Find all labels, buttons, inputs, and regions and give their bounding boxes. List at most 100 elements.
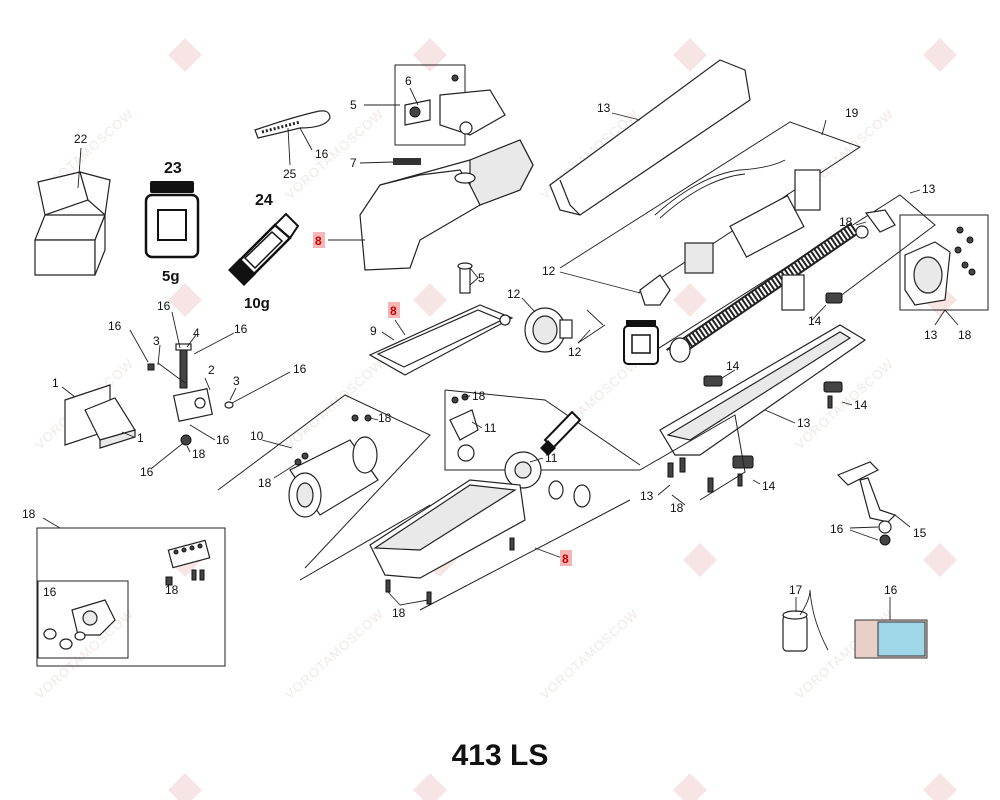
callout-12c: 12 — [542, 264, 556, 278]
callout-8: 8 — [315, 234, 322, 248]
callout-22: 22 — [74, 132, 88, 146]
callout-4: 4 — [193, 326, 200, 340]
callout-8b: 8 — [390, 304, 397, 318]
callout-16f: 16 — [157, 299, 171, 313]
part-13-screws: 13 18 — [639, 414, 746, 515]
part-25-belt: 25 16 — [254, 110, 331, 181]
part-7-clip: 7 — [350, 156, 421, 170]
jar-weight-label: 5g — [162, 268, 180, 285]
callout-18j: 18 — [165, 583, 179, 597]
part-13-screw-assembly: 18 13 — [623, 182, 936, 365]
watermark-logo — [413, 773, 447, 800]
watermark-logo — [413, 38, 447, 72]
callout-16c: 16 — [884, 583, 898, 597]
part-24-grease-tube: 24 10g — [228, 192, 300, 312]
watermark-logo — [923, 773, 957, 800]
part-16-plate: 16 — [854, 583, 928, 659]
callout-13c: 13 — [924, 328, 938, 342]
page-title: 413 LS — [452, 739, 549, 772]
callout-13b: 13 — [922, 182, 936, 196]
callout-18f: 18 — [258, 476, 272, 490]
callout-11: 11 — [484, 421, 497, 435]
callout-16b: 16 — [830, 522, 844, 536]
part-small-tube — [540, 410, 582, 456]
part-13-top-cover: 13 — [549, 59, 751, 216]
callout-13: 13 — [597, 101, 611, 115]
callout-3: 3 — [153, 334, 160, 348]
callout-14c: 14 — [854, 398, 868, 412]
callout-18h: 18 — [392, 606, 406, 620]
part-8-lower-housing: 8 18 — [299, 479, 631, 620]
callout-14: 14 — [808, 314, 822, 328]
part-5-bracket-assembly: 5 6 — [350, 64, 506, 146]
callout-7: 7 — [350, 156, 357, 170]
callout-25: 25 — [283, 167, 297, 181]
watermark-logo — [683, 543, 717, 577]
part-10-motor: 18 10 18 — [217, 394, 431, 569]
tube-weight-label: 10g — [244, 295, 270, 312]
callout-18: 18 — [839, 215, 853, 229]
callout-16: 16 — [315, 147, 329, 161]
watermark-logo — [673, 38, 707, 72]
part-11-gearbox: 18 11 11 — [444, 389, 641, 508]
callout-13e: 13 — [640, 489, 654, 503]
watermark-logo — [923, 38, 957, 72]
watermark-logo — [673, 773, 707, 800]
watermark-text: VOROTAMOSCOW — [282, 606, 387, 702]
part-17-capacitor: 17 — [782, 583, 829, 652]
callout-10: 10 — [250, 429, 264, 443]
part-9-gasket: 9 8 — [368, 302, 514, 376]
part-22-box: 22 — [34, 132, 111, 276]
callout-16j: 16 — [43, 585, 57, 599]
part-2-clevis: 2 16 16 16 4 16 3 16 3 16 18 — [108, 299, 307, 479]
watermark-logo — [923, 543, 957, 577]
part-12-bracket: 12 — [542, 264, 671, 306]
part-19-rail-kit: 19 — [559, 106, 862, 294]
callout-16d: 16 — [216, 433, 230, 447]
watermark-text: VOROTAMOSCOW — [537, 606, 642, 702]
part-23-grease-jar: 23 5g — [144, 160, 200, 285]
part-1-wall-bracket: 1 1 — [52, 376, 144, 449]
callout-18d: 18 — [192, 447, 206, 461]
callout-5b: 5 — [478, 271, 485, 285]
callout-16h: 16 — [293, 362, 307, 376]
callout-18e: 18 — [378, 411, 392, 425]
callout-18b: 18 — [958, 328, 972, 342]
callout-5: 5 — [350, 98, 357, 112]
callout-12b: 12 — [568, 345, 582, 359]
part-5-pin: 5 — [457, 262, 485, 294]
callout-1: 1 — [52, 376, 59, 390]
watermark-logo — [168, 283, 202, 317]
part-18-terminal-kit: 18 16 18 — [22, 507, 226, 667]
callout-13d: 13 — [797, 416, 811, 430]
callout-14d: 14 — [762, 479, 776, 493]
part-12-gear: 12 12 — [507, 287, 606, 359]
callout-3b: 3 — [233, 374, 240, 388]
callout-2: 2 — [208, 363, 215, 377]
callout-1b: 1 — [137, 431, 144, 445]
callout-24: 24 — [255, 192, 273, 209]
callout-18i: 18 — [22, 507, 36, 521]
callout-18c: 18 — [670, 501, 684, 515]
callout-14b: 14 — [726, 359, 740, 373]
part-small-jar — [623, 320, 659, 365]
callout-17: 17 — [789, 583, 803, 597]
callout-9: 9 — [370, 324, 377, 338]
callout-16g: 16 — [234, 322, 248, 336]
callout-16e: 16 — [108, 319, 122, 333]
callout-6: 6 — [405, 74, 412, 88]
watermark-logo — [168, 773, 202, 800]
watermark-logo — [673, 283, 707, 317]
part-8-housing-cover: 8 — [313, 139, 534, 271]
part-15-bracket: 15 16 — [830, 461, 927, 546]
watermark-logo — [168, 38, 202, 72]
callout-8c: 8 — [562, 552, 569, 566]
callout-12: 12 — [507, 287, 521, 301]
callout-15: 15 — [913, 526, 927, 540]
watermark-logo — [413, 283, 447, 317]
part-13-rail: 13 14 14 14 14 — [659, 292, 868, 493]
callout-18g: 18 — [472, 389, 486, 403]
callout-19: 19 — [845, 106, 859, 120]
callout-23: 23 — [164, 160, 182, 177]
